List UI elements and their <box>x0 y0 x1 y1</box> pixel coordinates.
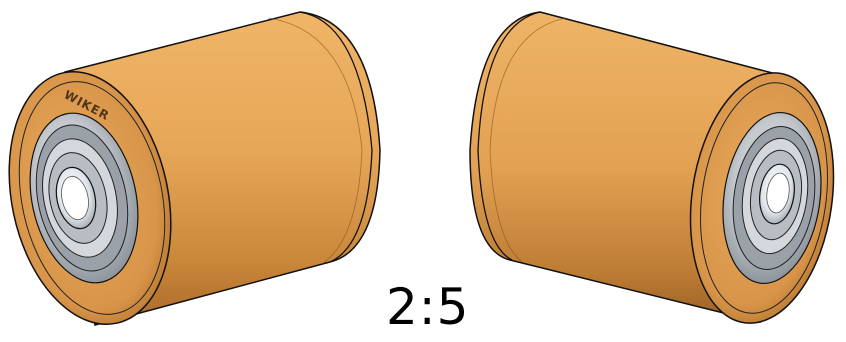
right-wheel-view <box>469 11 835 324</box>
left-wheel-view: WIKER <box>8 11 381 326</box>
scale-label: 2:5 <box>386 278 470 336</box>
right-wheel-back-edge <box>477 11 541 261</box>
left-wheel-back-edge <box>299 11 373 263</box>
